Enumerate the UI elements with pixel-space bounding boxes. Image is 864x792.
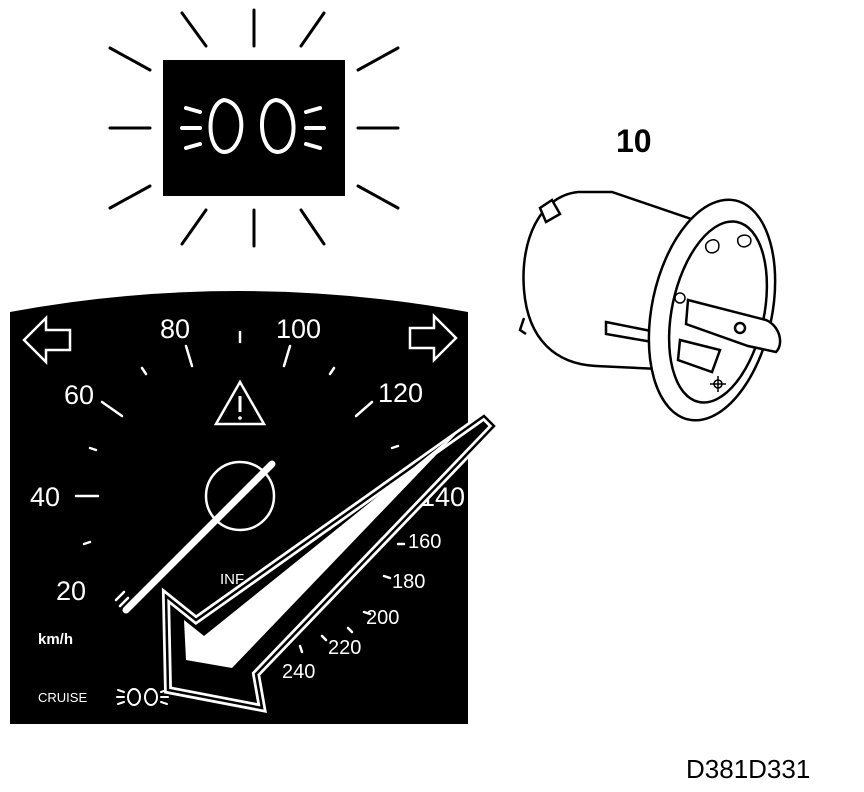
pointer-arrow-icon [161, 410, 500, 714]
gauge-tick-marks [74, 330, 406, 654]
tick-label: 40 [30, 482, 60, 512]
tick-label: 240 [282, 661, 315, 683]
tick-label: 60 [64, 380, 94, 410]
speed-unit-label: km/h [38, 631, 73, 648]
light-switch-knob-icon [518, 190, 782, 422]
callout-number: 10 [616, 123, 652, 159]
headlight-indicator-icon [108, 8, 400, 248]
tick-label: 180 [392, 571, 425, 593]
partial-label: INF [220, 571, 244, 588]
warning-triangle-icon [213, 379, 267, 426]
turn-left-arrow-icon [22, 314, 72, 366]
figure-code: D381D331 [686, 754, 810, 784]
tick-label: 100 [276, 314, 321, 344]
small-headlight-indicator-icon [116, 688, 169, 706]
tick-label: 200 [366, 607, 399, 629]
gauge-needle [122, 460, 276, 614]
turn-right-arrow-icon [408, 312, 458, 364]
gauge-hub [204, 460, 276, 532]
tick-label: 20 [56, 576, 86, 606]
tick-label: 80 [160, 314, 190, 344]
cruise-label: CRUISE [38, 690, 87, 705]
tick-label: 120 [378, 378, 423, 408]
tick-label: 160 [408, 531, 441, 553]
tick-label: 220 [328, 637, 361, 659]
blink-rays [108, 8, 400, 248]
speedometer-panel: 20 40 60 80 100 120 140 160 180 200 220 … [10, 291, 468, 724]
